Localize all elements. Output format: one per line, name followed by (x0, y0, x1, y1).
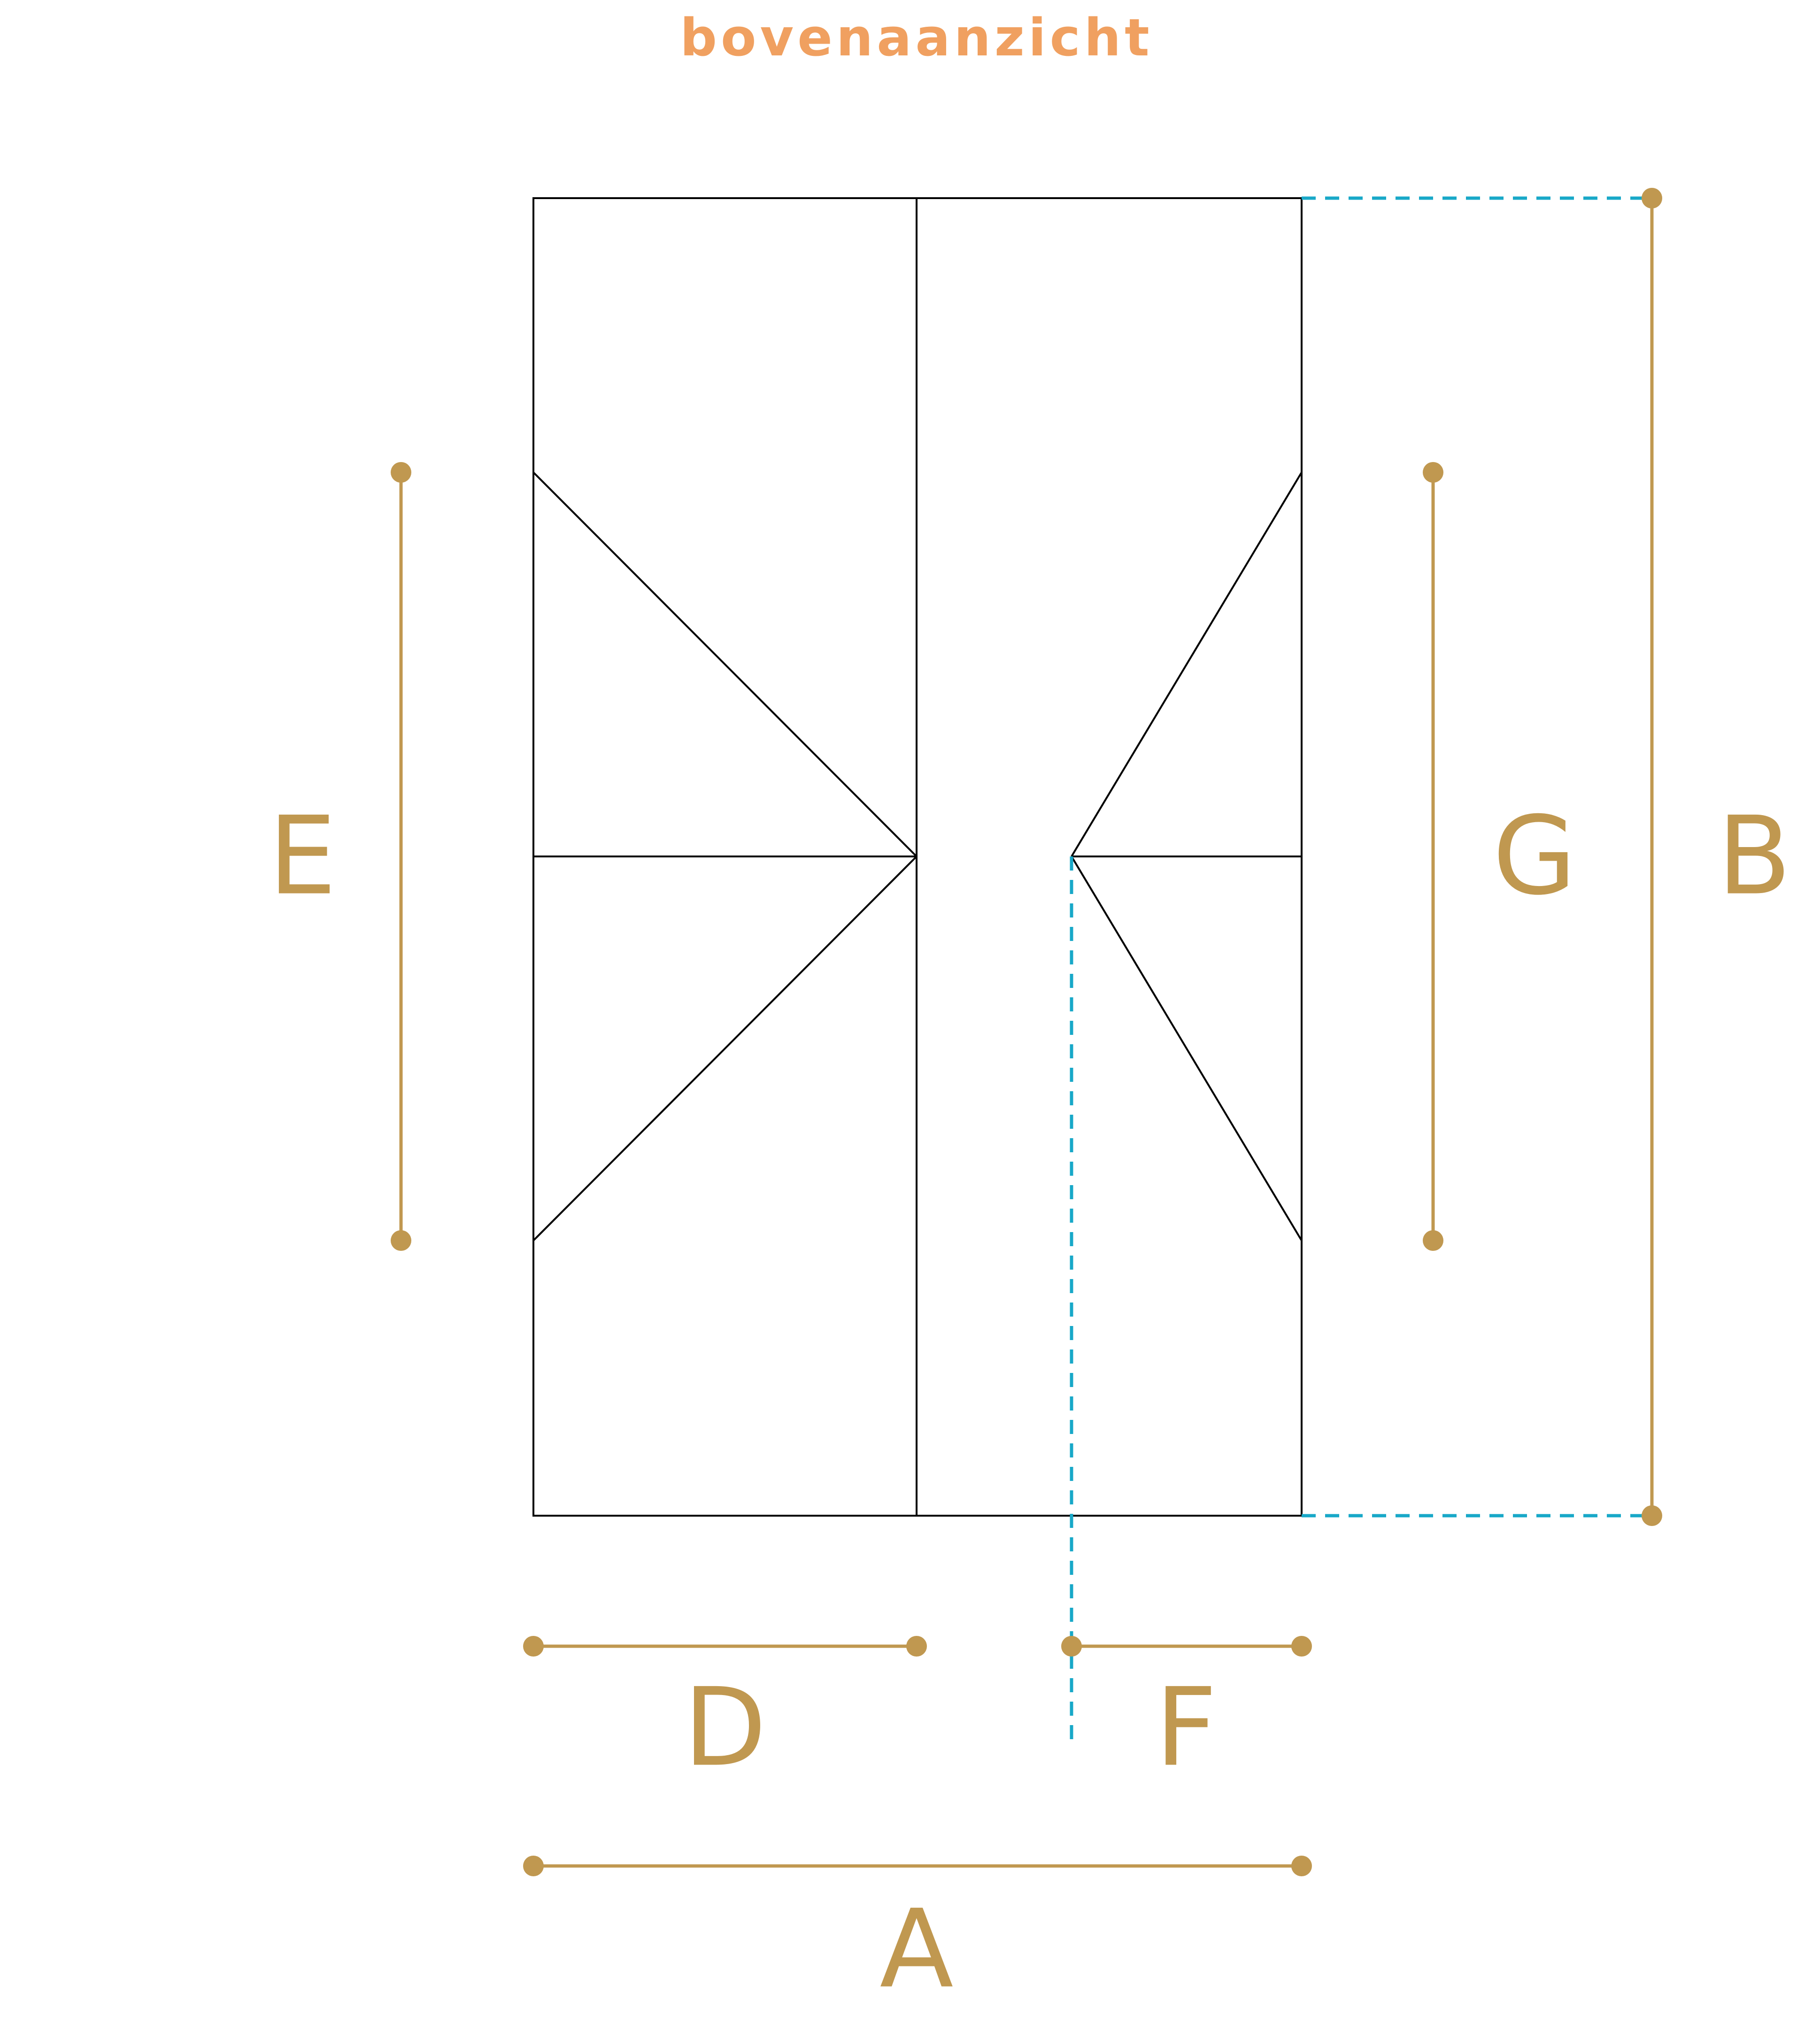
dimension-f (1061, 1636, 1312, 1657)
dimension-lines (391, 188, 1662, 1876)
left-winder-upper (532, 471, 918, 857)
dimension-d-dot-right (906, 1636, 927, 1657)
dimension-a-dot-left (523, 1856, 544, 1876)
dimension-label-f: F (1155, 1665, 1217, 1791)
dimension-e-dot-bottom (391, 1230, 411, 1251)
dimension-b (1642, 188, 1662, 1526)
dimension-d-dot-left (523, 1636, 544, 1657)
right-winder-upper (1071, 471, 1303, 857)
dimension-e-dot-top (391, 462, 411, 483)
dimension-label-g: G (1493, 794, 1576, 919)
dimension-f-dot-right (1291, 1636, 1312, 1657)
diagram-title: bovenaanzicht (680, 8, 1153, 68)
dimension-f-dot-left (1061, 1636, 1082, 1657)
dimension-label-e: E (268, 794, 336, 919)
dimension-g-dot-top (1423, 462, 1443, 483)
dimension-a-dot-right (1291, 1856, 1312, 1876)
dimension-b-dot-top (1642, 188, 1662, 208)
dimension-a (523, 1856, 1312, 1876)
dimension-e (391, 462, 411, 1251)
left-winder-lower (532, 856, 918, 1241)
guide-lines (1070, 196, 1652, 1742)
dimension-d (523, 1636, 927, 1657)
dimension-b-dot-bottom (1642, 1505, 1662, 1526)
dimension-label-a: A (879, 1887, 953, 2012)
dimension-label-b: B (1717, 794, 1791, 919)
right-winder-lower (1071, 856, 1303, 1241)
dimension-g-dot-bottom (1423, 1230, 1443, 1251)
dimension-labels: E G B D F A (268, 794, 1791, 2012)
dimension-g (1423, 462, 1443, 1251)
staircase-outline (532, 197, 1303, 1517)
dimension-label-d: D (683, 1665, 766, 1791)
